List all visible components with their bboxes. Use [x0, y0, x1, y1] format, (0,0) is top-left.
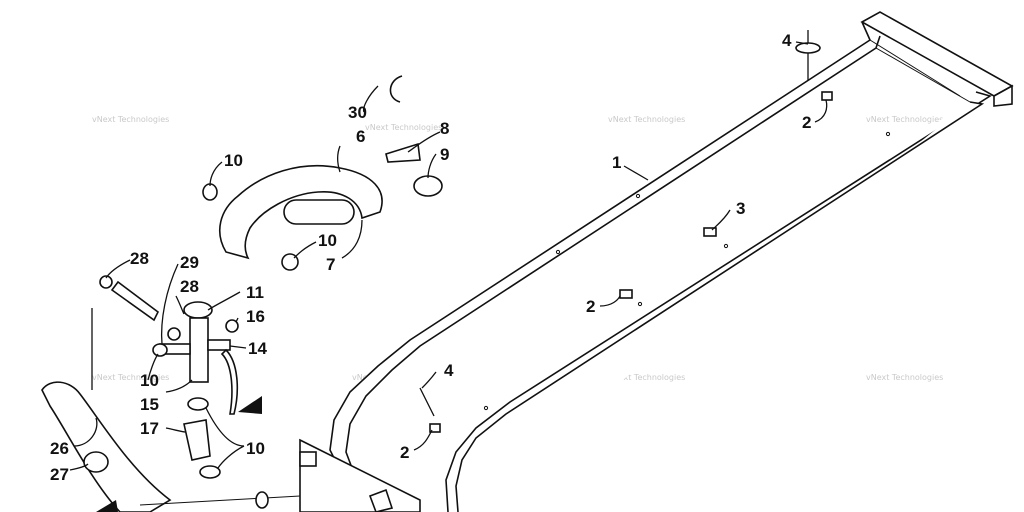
watermark: vNext Technologies — [92, 373, 169, 382]
callout-27: 27 — [50, 465, 69, 484]
watermark: vNext Technologies — [866, 373, 943, 382]
watermark: vNext Technologies — [608, 373, 685, 382]
callout-4: 4 — [782, 31, 792, 50]
callout-2: 2 — [802, 113, 811, 132]
radiator-hose-icon — [218, 164, 383, 260]
hose-clamp-icon — [152, 343, 168, 357]
p-clamp-icon — [413, 175, 443, 197]
callout-7: 7 — [326, 255, 335, 274]
callout-1: 1 — [612, 153, 621, 172]
callout-14: 14 — [248, 339, 267, 358]
callout-26: 26 — [50, 439, 69, 458]
leader-lines — [69, 41, 828, 471]
hose-clamp-icon — [99, 275, 113, 289]
watermark: vNext Technologies — [92, 115, 169, 124]
hose-clamp-icon — [167, 327, 181, 341]
watermark: vNext Technologies — [866, 115, 943, 124]
callout-8: 8 — [440, 119, 449, 138]
radiator-cap-icon — [183, 301, 213, 319]
clip-bracket-icon — [703, 227, 717, 237]
callout-29: 29 — [180, 253, 199, 272]
watermark: vNext Technologies — [365, 123, 442, 132]
callout-6: 6 — [356, 127, 365, 146]
callout-3: 3 — [736, 199, 745, 218]
clip-bracket-icon — [619, 289, 633, 299]
callout-2: 2 — [400, 443, 409, 462]
hose-clamp-icon — [187, 397, 209, 411]
hose-clamp-icon — [202, 183, 218, 201]
callout-16: 16 — [246, 307, 265, 326]
bolt-icon — [385, 142, 421, 163]
clip-bracket-icon — [821, 91, 833, 101]
callout-2: 2 — [586, 297, 595, 316]
callout-10: 10 — [246, 439, 265, 458]
lower-hose-assembly — [41, 275, 394, 512]
clip-bracket-icon — [429, 423, 441, 433]
spring-clamp-icon — [83, 451, 109, 473]
coolant-tube-icon — [41, 381, 172, 512]
callout-17: 17 — [140, 419, 159, 438]
callout-4: 4 — [444, 361, 454, 380]
elbow-hose-icon — [183, 419, 211, 461]
callouts: 1 2 2 2 3 4 4 6 7 8 9 10 10 10 10 11 14 … — [50, 31, 811, 484]
filler-neck-icon — [189, 317, 209, 383]
callout-10: 10 — [140, 371, 159, 390]
washer-icon — [795, 42, 821, 54]
upper-hose-assembly — [202, 75, 443, 271]
callout-9: 9 — [440, 145, 449, 164]
callout-28: 28 — [130, 249, 149, 268]
hose-clamp-icon — [199, 465, 221, 479]
overflow-hose-icon — [110, 280, 160, 322]
spring-clamp-icon — [389, 75, 403, 103]
callout-10: 10 — [318, 231, 337, 250]
callout-28: 28 — [180, 277, 199, 296]
callout-30: 30 — [348, 103, 367, 122]
frame-rail — [299, 11, 1014, 512]
callout-10: 10 — [224, 151, 243, 170]
callout-11: 11 — [246, 283, 264, 302]
callout-15: 15 — [140, 395, 159, 414]
watermark: vNext Technologies — [608, 115, 685, 124]
